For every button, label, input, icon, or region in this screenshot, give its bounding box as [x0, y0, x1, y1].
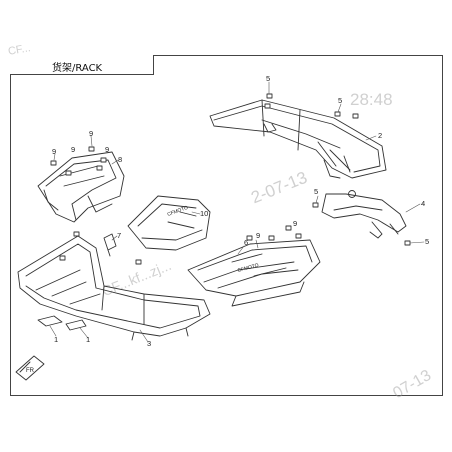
- callout-9-e: 9: [71, 145, 75, 154]
- callout-2: 2: [378, 131, 382, 140]
- main-rack-plate: [187, 239, 321, 307]
- callout-6: 6: [244, 238, 248, 247]
- rear-rack-frame: [209, 99, 387, 179]
- page-title: 货架/RACK: [52, 63, 103, 74]
- diagram-frame: [10, 55, 443, 396]
- callout-9-f: 9: [293, 219, 297, 228]
- bracket: [103, 233, 117, 257]
- callout-10: 10: [200, 209, 208, 218]
- callout-9-b: 9: [89, 129, 93, 138]
- callout-3: 3: [147, 339, 151, 348]
- side-rail: [321, 190, 407, 239]
- callout-9-c: 9: [105, 145, 109, 154]
- callout-9-a: 9: [256, 231, 260, 240]
- front-tube-rack: [17, 235, 211, 341]
- callout-7: 7: [117, 231, 121, 240]
- leader-lines: [49, 81, 425, 343]
- callout-5-d: 5: [425, 237, 429, 246]
- logo-b: CFMOTO: [237, 263, 259, 274]
- callout-8: 8: [118, 155, 122, 164]
- front-arrow-icon: [15, 355, 45, 381]
- callout-4: 4: [421, 199, 425, 208]
- callout-1-a: 1: [54, 335, 58, 344]
- watermark-time: 28:48: [350, 90, 393, 109]
- logo-a: CFMOTO: [167, 205, 189, 218]
- callout-5-c: 5: [314, 187, 318, 196]
- front-rack-cover: [37, 151, 125, 223]
- callout-9-d: 9: [52, 147, 56, 156]
- callout-1-b: 1: [86, 335, 90, 344]
- callout-labels: 5 5 2 5 4 5 10 6 9 7 8 9 9 9 9 9 3 1 1 F…: [26, 74, 429, 374]
- title-box: [10, 55, 154, 75]
- callout-5-a: 5: [266, 74, 270, 83]
- bolts: [50, 93, 411, 265]
- callout-5-b: 5: [338, 96, 342, 105]
- front-arrow-label: FR: [26, 368, 35, 374]
- pads: [37, 315, 87, 331]
- rear-rack-plate: [127, 195, 211, 251]
